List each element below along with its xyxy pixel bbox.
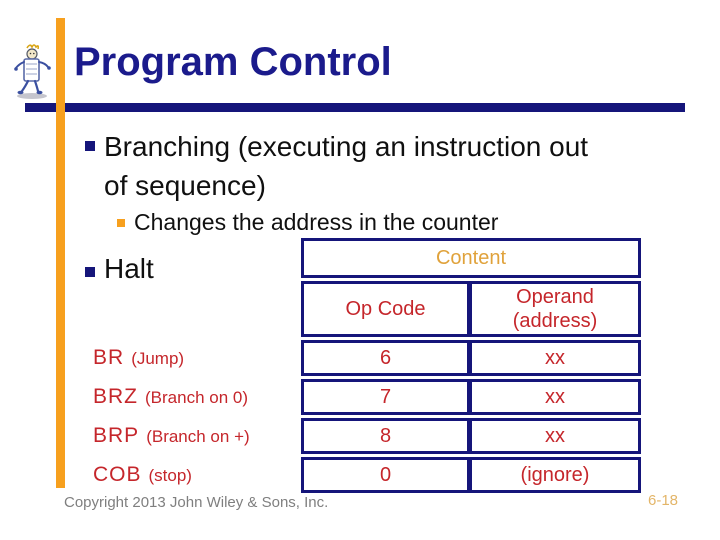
table-row: 6 xx	[301, 340, 641, 376]
mnemonic-desc: (Jump)	[131, 349, 185, 368]
table-row: 7 xx	[301, 379, 641, 415]
instruction-table: Content Op Code Operand (address) 6 xx 7…	[301, 238, 641, 493]
operand-cell: (ignore)	[520, 464, 590, 486]
bullet-changes-address: Changes the address in the counter	[134, 209, 499, 235]
mnemonic-text: BR	[93, 346, 125, 369]
orange-square-bullet-icon	[117, 219, 125, 227]
opcode-cell: 8	[304, 421, 472, 451]
operand-cell: xx	[545, 347, 565, 369]
bullet-halt: Halt	[104, 253, 154, 284]
operand-cell: xx	[545, 386, 565, 408]
opcode-cell: 6	[304, 343, 472, 373]
opcode-cell: 0	[304, 460, 472, 490]
bullet-branching: Branching (executing an instruction out …	[104, 131, 589, 201]
walking-robot-icon	[14, 44, 51, 99]
operand-cell: xx	[545, 425, 565, 447]
table-header-row: Op Code Operand (address)	[301, 281, 641, 337]
mnemonic-text: COB	[93, 463, 142, 486]
mnemonic-desc: (Branch on 0)	[145, 388, 248, 407]
mnemonic-text: BRP	[93, 424, 140, 447]
mnemonic-desc: (stop)	[148, 466, 192, 485]
row-label-cob: COB (stop)	[93, 457, 192, 493]
mnemonic-desc: (Branch on +)	[146, 427, 250, 446]
row-label-brp: BRP (Branch on +)	[93, 418, 250, 454]
page-title: Program Control	[74, 40, 392, 84]
accent-bar-vertical	[56, 18, 65, 488]
col-header-operand: Operand (address)	[512, 286, 598, 332]
row-label-brz: BRZ (Branch on 0)	[93, 379, 248, 415]
navy-square-bullet-icon	[85, 141, 95, 151]
mnemonic-text: BRZ	[93, 385, 138, 408]
row-label-br: BR (Jump)	[93, 340, 184, 376]
opcode-cell: 7	[304, 382, 472, 412]
table-row: 0 (ignore)	[301, 457, 641, 493]
table-title-content: Content	[301, 238, 641, 278]
navy-square-bullet-icon	[85, 267, 95, 277]
page-number: 6-18	[648, 492, 679, 509]
title-underline-rule	[25, 103, 685, 112]
table-row: 8 xx	[301, 418, 641, 454]
col-header-opcode: Op Code	[304, 284, 472, 334]
footer-copyright: Copyright 2013 John Wiley & Sons, Inc.	[64, 494, 329, 511]
